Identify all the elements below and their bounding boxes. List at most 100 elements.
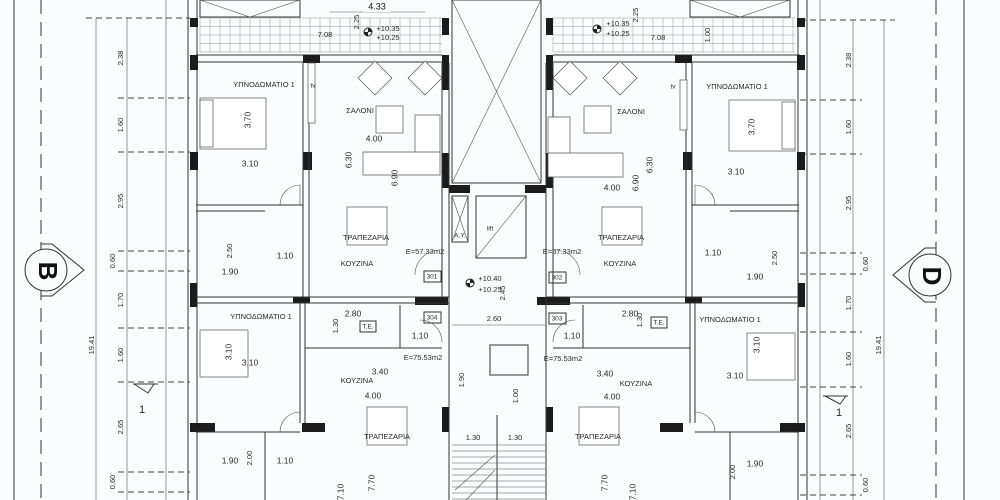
room-label-dining: ΤΡΑΠΕΖΑΡΙΑ bbox=[343, 233, 389, 242]
svg-text:2.25: 2.25 bbox=[631, 8, 640, 23]
svg-text:19.41: 19.41 bbox=[87, 336, 96, 355]
svg-text:2.80: 2.80 bbox=[622, 308, 639, 318]
svg-text:1.90: 1.90 bbox=[747, 458, 764, 468]
svg-text:6.90: 6.90 bbox=[630, 174, 640, 191]
svg-text:2.38: 2.38 bbox=[844, 53, 853, 68]
svg-text:0.60: 0.60 bbox=[108, 254, 117, 269]
svg-text:2.60: 2.60 bbox=[487, 314, 502, 323]
lift-label: lift bbox=[487, 226, 494, 233]
svg-text:1.60: 1.60 bbox=[116, 118, 125, 133]
room-label-living: ΣΑΛΟΝΙ bbox=[346, 106, 374, 115]
room-label-bedroom: ΥΠΝΟΔΩΜΑΤΙΟ 1 bbox=[699, 315, 761, 324]
room-label-dining: ΤΡΑΠΕΖΑΡΙΑ bbox=[598, 233, 644, 242]
svg-text:0.60: 0.60 bbox=[861, 257, 870, 272]
balcony-width-top-dimension: 4.33 bbox=[368, 1, 386, 11]
svg-text:3.40: 3.40 bbox=[597, 368, 614, 378]
grid-axis-label: D bbox=[917, 267, 947, 286]
svg-text:2.80: 2.80 bbox=[345, 308, 362, 318]
svg-text:2.45: 2.45 bbox=[498, 286, 507, 301]
grid-bubble-d: D bbox=[892, 247, 952, 303]
svg-text:2.38: 2.38 bbox=[116, 51, 125, 66]
unit-304: 304 ΥΠΝΟΔΩΜΑΤΙΟ 1 2.80 1.30 T.E. 1.10 3.… bbox=[222, 308, 443, 500]
svg-text:4.00: 4.00 bbox=[604, 391, 621, 401]
svg-text:4.00: 4.00 bbox=[365, 390, 382, 400]
svg-text:1.90: 1.90 bbox=[747, 271, 764, 281]
building-core: A.Y. lift +10.40 +10.25 2.45 2.60 1.90 1… bbox=[451, 0, 545, 500]
svg-text:6.90: 6.90 bbox=[389, 169, 399, 186]
room-label-bedroom: ΥΠΝΟΔΩΜΑΤΙΟ 1 bbox=[233, 80, 295, 89]
svg-text:3.10: 3.10 bbox=[223, 343, 233, 360]
svg-text:1.30: 1.30 bbox=[508, 433, 523, 442]
svg-text:3.10: 3.10 bbox=[727, 370, 744, 380]
svg-text:0.60: 0.60 bbox=[108, 475, 117, 490]
svg-text:6.30: 6.30 bbox=[644, 156, 654, 173]
svg-text:1.30: 1.30 bbox=[331, 319, 340, 334]
unit-number: 303 bbox=[552, 316, 563, 323]
svg-text:T.E.: T.E. bbox=[362, 324, 373, 331]
svg-text:1.60: 1.60 bbox=[844, 120, 853, 135]
svg-text:+10.35: +10.35 bbox=[606, 19, 629, 28]
balcony-left: 4.33 2.25 7.08 +10.35 +10.25 bbox=[199, 0, 442, 53]
room-label-living: ΣΑΛΟΝΙ bbox=[617, 107, 645, 116]
dimension-chain-right: 19.41 2.38 1.60 2.95 0.60 1.70 1.60 2.65… bbox=[800, 19, 895, 500]
svg-text:2.95: 2.95 bbox=[844, 196, 853, 211]
svg-text:1.00: 1.00 bbox=[511, 389, 520, 404]
svg-text:3.10: 3.10 bbox=[728, 166, 745, 176]
section-marker-left: 1 bbox=[133, 383, 158, 416]
svg-text:4.00: 4.00 bbox=[366, 133, 383, 143]
svg-text:1.70: 1.70 bbox=[844, 296, 853, 311]
svg-text:2.50: 2.50 bbox=[225, 244, 234, 259]
unit-number: 302 bbox=[552, 275, 563, 282]
svg-text:7.08: 7.08 bbox=[651, 33, 666, 42]
svg-text:1.60: 1.60 bbox=[116, 348, 125, 363]
grid-bubble-b: B bbox=[24, 243, 85, 297]
room-label-dining: ΤΡΑΠΕΖΑΡΙΑ bbox=[364, 432, 410, 441]
svg-text:1.10: 1.10 bbox=[564, 330, 581, 340]
room-label-dining: ΤΡΑΠΕΖΑΡΙΑ bbox=[575, 432, 621, 441]
room-label-bedroom: ΥΠΝΟΔΩΜΑΤΙΟ 1 bbox=[230, 312, 292, 321]
svg-text:2.65: 2.65 bbox=[844, 424, 853, 439]
svg-text:0.60: 0.60 bbox=[861, 478, 870, 493]
unit-302: ΥΠΝΟΔΩΜΑΤΙΟ 1 tv ΣΑΛΟΝΙ 3.70 3.10 4.00 6… bbox=[543, 82, 779, 284]
svg-text:7.70: 7.70 bbox=[599, 474, 609, 491]
furniture bbox=[199, 60, 796, 446]
svg-text:3.10: 3.10 bbox=[242, 158, 259, 168]
svg-text:1.70: 1.70 bbox=[116, 293, 125, 308]
shaft-label: A.Y. bbox=[454, 233, 466, 240]
svg-text:1.10: 1.10 bbox=[277, 250, 294, 260]
unit-301: ΥΠΝΟΔΩΜΑΤΙΟ 1 tv ΣΑΛΟΝΙ 3.70 4.00 3.10 6… bbox=[222, 80, 445, 283]
svg-text:1: 1 bbox=[836, 407, 842, 419]
svg-text:3.40: 3.40 bbox=[372, 366, 389, 376]
svg-text:T.E.: T.E. bbox=[653, 320, 664, 327]
svg-text:2.25: 2.25 bbox=[352, 15, 361, 30]
svg-text:tv: tv bbox=[310, 83, 316, 90]
unit-number: 304 bbox=[427, 315, 438, 322]
svg-text:+10.40: +10.40 bbox=[478, 274, 501, 283]
svg-text:+10.25: +10.25 bbox=[606, 29, 629, 38]
unit-area: E=57.33m2 bbox=[406, 247, 445, 256]
room-label-bedroom: ΥΠΝΟΔΩΜΑΤΙΟ 1 bbox=[706, 82, 768, 91]
svg-text:1: 1 bbox=[139, 404, 145, 416]
svg-text:1.10: 1.10 bbox=[705, 247, 722, 257]
svg-text:6.30: 6.30 bbox=[343, 151, 353, 168]
svg-text:1.90: 1.90 bbox=[222, 455, 239, 465]
svg-text:tv: tv bbox=[670, 84, 676, 91]
unit-area: E=75.53m2 bbox=[404, 353, 443, 362]
svg-text:7.10: 7.10 bbox=[335, 483, 345, 500]
svg-text:1.30: 1.30 bbox=[466, 433, 481, 442]
dimension-chain-left: 19.41 2.38 1.60 2.95 0.60 1.70 1.60 2.65… bbox=[86, 17, 190, 500]
svg-text:+10.25: +10.25 bbox=[478, 285, 501, 294]
room-label-kitchen: ΚΟΥΖΙΝΑ bbox=[620, 379, 652, 388]
unit-area: E=57.33m2 bbox=[543, 247, 582, 256]
svg-text:1.10: 1.10 bbox=[412, 330, 429, 340]
svg-text:2.65: 2.65 bbox=[116, 420, 125, 435]
unit-303: 303 2.80 1.30 T.E. ΥΠΝΟΔΩΜΑΤΙΟ 1 1.10 E=… bbox=[544, 308, 764, 500]
svg-text:1.90: 1.90 bbox=[222, 266, 239, 276]
structural-columns bbox=[190, 18, 805, 432]
svg-text:1.00: 1.00 bbox=[703, 28, 712, 43]
section-marker-right: 1 bbox=[823, 395, 848, 419]
svg-text:+10.35: +10.35 bbox=[376, 24, 399, 33]
svg-text:7.70: 7.70 bbox=[366, 474, 376, 491]
svg-text:2.00: 2.00 bbox=[728, 465, 737, 480]
